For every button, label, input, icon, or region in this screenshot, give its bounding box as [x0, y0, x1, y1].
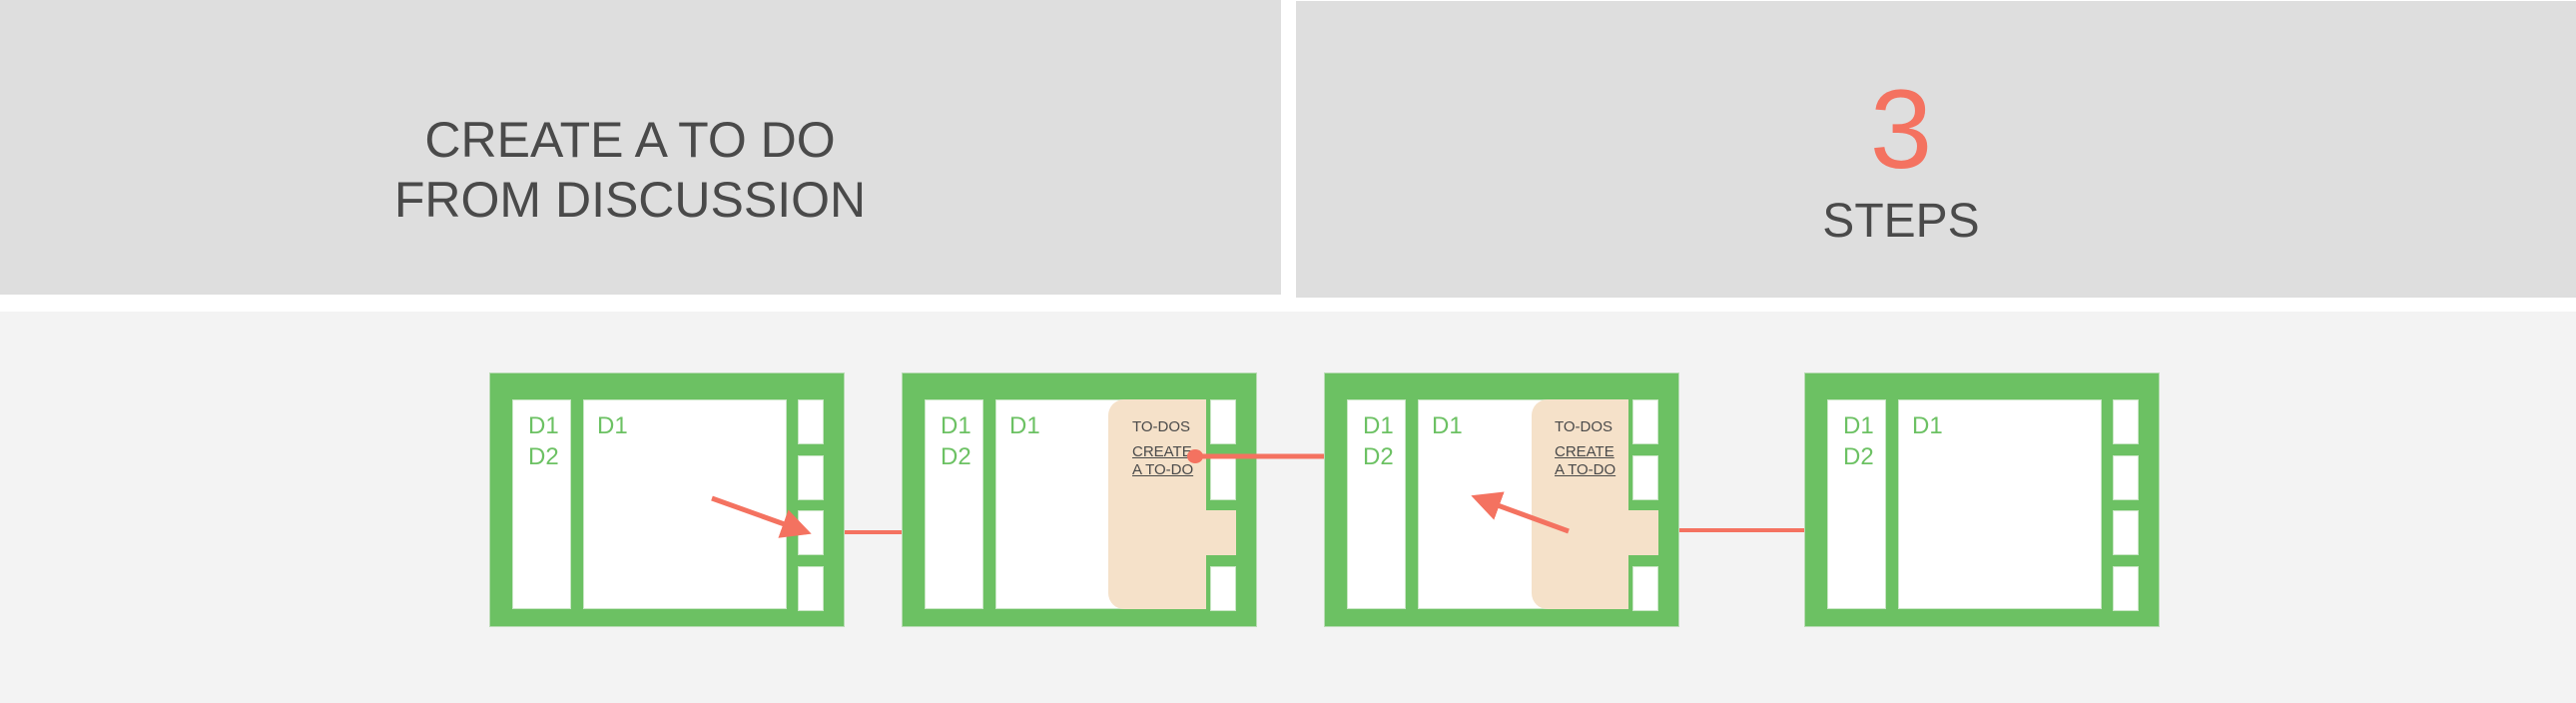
sidebar-item[interactable]: D1: [1363, 412, 1394, 439]
main-area: D1: [1898, 399, 2102, 609]
side-button-1[interactable]: [1632, 399, 1658, 444]
todos-panel-title: TO-DOS: [1555, 418, 1613, 435]
steps-panel: 3 STEPS: [1296, 1, 2576, 298]
side-button-todos[interactable]: [2113, 510, 2139, 555]
create-todo-link[interactable]: CREATE: [1132, 443, 1192, 460]
create-todo-link[interactable]: A TO-DO: [1555, 461, 1616, 478]
connector-dot: [1187, 449, 1203, 463]
sidebar-item[interactable]: D2: [1843, 443, 1874, 470]
step-label: STEPS: [1822, 195, 1980, 248]
main-label: D1: [1009, 412, 1040, 439]
side-button-todos-active[interactable]: [1628, 510, 1658, 555]
step-count: 3: [1869, 67, 1933, 192]
todos-panel-title: TO-DOS: [1132, 418, 1191, 435]
side-button-2[interactable]: [1210, 455, 1236, 500]
sidebar-item[interactable]: D2: [1363, 443, 1394, 470]
sidebar-item[interactable]: D2: [528, 443, 559, 470]
sidebar-item[interactable]: D1: [941, 412, 971, 439]
title-line-2: FROM DISCUSSION: [393, 172, 867, 228]
side-button-todos-active[interactable]: [1206, 510, 1236, 555]
sidebar: D1 D2: [1827, 399, 1886, 609]
todos-panel: TO-DOS CREATE A TO-DO: [1108, 399, 1206, 609]
sidebar: D1 D2: [512, 399, 571, 609]
sidebar-item[interactable]: D1: [1843, 412, 1874, 439]
side-button-4[interactable]: [2113, 566, 2139, 611]
side-button-1[interactable]: [798, 399, 824, 444]
side-button-4[interactable]: [798, 566, 824, 611]
main-label: D1: [1912, 412, 1943, 439]
create-todo-link[interactable]: A TO-DO: [1132, 461, 1194, 478]
side-button-4[interactable]: [1632, 566, 1658, 611]
side-button-1[interactable]: [1210, 399, 1236, 444]
title-line-1: CREATE A TO DO: [424, 112, 836, 168]
side-button-4[interactable]: [1210, 566, 1236, 611]
todos-panel: TO-DOS CREATE A TO-DO: [1532, 399, 1628, 609]
title-panel: CREATE A TO DO FROM DISCUSSION: [0, 0, 1281, 295]
create-todo-link[interactable]: CREATE: [1555, 443, 1614, 460]
click-arrow-icon: [711, 495, 812, 538]
click-arrow-icon: [1471, 491, 1570, 534]
sidebar-item[interactable]: D1: [528, 412, 559, 439]
main-area: D1: [583, 399, 787, 609]
side-button-2[interactable]: [798, 455, 824, 500]
side-button-2[interactable]: [1632, 455, 1658, 500]
main-label: D1: [597, 412, 628, 439]
sidebar: D1 D2: [1347, 399, 1406, 609]
main-label: D1: [1432, 412, 1463, 439]
sidebar: D1 D2: [925, 399, 983, 609]
sidebar-item[interactable]: D2: [941, 443, 971, 470]
side-button-2[interactable]: [2113, 455, 2139, 500]
side-button-1[interactable]: [2113, 399, 2139, 444]
